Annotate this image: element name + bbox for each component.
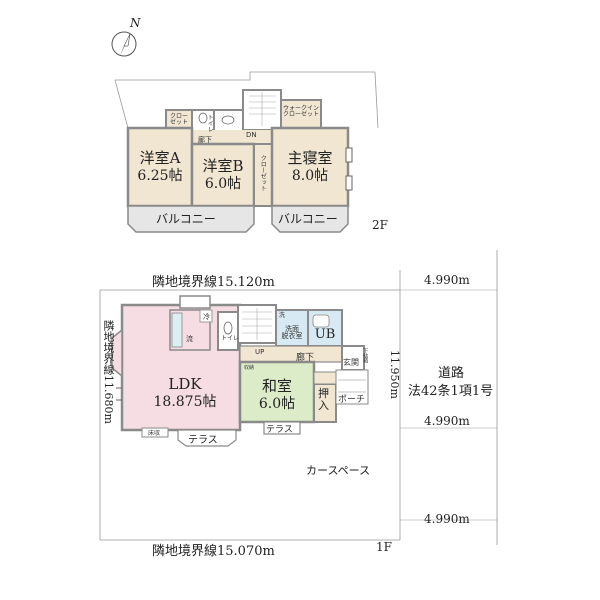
floor2-room-a-name: 洋室A — [139, 149, 181, 168]
floor2-walkin-closet-label: ウォークイン クローゼット — [282, 105, 319, 119]
floor1-entrance-label: 玄関 — [343, 358, 359, 367]
road-name-label: 道路 — [438, 366, 465, 381]
floor1-washitsu-label: 和室 6.0帖 — [240, 370, 314, 420]
floor2-closet-vertical-label: クローゼット — [259, 155, 267, 191]
floor2-hallway-label: 廊下 — [198, 136, 212, 144]
floor2-stairs-dn-label: DN — [246, 131, 257, 139]
floor1-oshiire-label: 押入 — [318, 387, 329, 413]
floor1-shoe-storage-label: 下駄箱 — [362, 348, 369, 363]
floor1-ub-label: UB — [308, 326, 342, 344]
floor2-balcony-left — [127, 205, 255, 233]
floor2-closet-a-label: クロー ゼット — [169, 113, 188, 127]
floor2-toilet-label: トイレ — [206, 114, 214, 132]
floor2-room-b-label: 洋室B 6.0帖 — [192, 144, 254, 206]
floor1-stairs-up-label: UP — [255, 348, 265, 356]
floor2-balcony-left-label: バルコニー — [156, 212, 216, 226]
floor2-master-name: 主寝室 — [287, 149, 333, 168]
floor2-balcony-right — [271, 205, 349, 233]
boundary-north-label: 隣地境界線15.120m — [152, 275, 275, 290]
floor2-room-b-size: 6.0帖 — [204, 175, 242, 192]
road-width-bottom-label: 4.990m — [424, 512, 470, 526]
floor1-washroom-label: 洗面 脱衣室 — [281, 325, 303, 341]
floor1-car-space-label: カースペース — [306, 464, 371, 477]
floor1-washitsu-name: 和室 — [261, 377, 292, 396]
floor1-hallway-label: 廊下 — [296, 353, 315, 363]
floor1-terrace-left — [177, 429, 237, 447]
floor2-hallway — [192, 130, 272, 144]
floor1-ldk-size: 18.875帖 — [153, 393, 217, 410]
road-width-mid-label: 4.990m — [424, 414, 470, 428]
floor1-ub-name: UB — [314, 326, 336, 342]
floor2-balcony-right-label: バルコニー — [278, 212, 338, 226]
compass-north-label: N — [130, 16, 141, 30]
boundary-west-label: 隣地境界線11.680m — [102, 320, 115, 424]
floor2-room-b-name: 洋室B — [202, 157, 244, 176]
floor1-washitsu-size: 6.0帖 — [258, 395, 296, 412]
boundary-south-label: 隣地境界線15.070m — [152, 544, 275, 559]
boundary-east-depth-label: 11.950m — [388, 350, 401, 399]
floor1-ldk-name: LDK — [168, 375, 202, 394]
floor1-fridge-label: 冷 — [203, 313, 210, 321]
floor1-terrace-right — [263, 421, 301, 435]
floor1-toilet-label: トイレ — [221, 335, 240, 342]
floor1-ldk-label: LDK 18.875帖 — [140, 370, 230, 416]
floor2-site-outline — [115, 71, 379, 129]
floor1-porch-label: ポーチ — [338, 395, 366, 405]
floor2-master — [270, 126, 350, 208]
road-law-label: 法42条1項1号 — [408, 384, 494, 399]
floor1-terrace-left-label: テラス — [188, 435, 218, 446]
floor1-washer-label: 洗 — [279, 312, 286, 319]
road-width-top-label: 4.990m — [424, 273, 470, 287]
floor1-level-label: 1F — [376, 540, 392, 554]
floor2-level-label: 2F — [372, 218, 388, 232]
floor2-master-size: 8.0帖 — [291, 167, 329, 184]
compass: N — [108, 16, 141, 62]
floor1-storage-label: 収納 — [244, 365, 255, 371]
floor2-room-a — [126, 126, 194, 208]
floor2-room-a-size: 6.25帖 — [137, 167, 183, 184]
floor2-master-label: 主寝室 8.0帖 — [272, 128, 348, 206]
floor1-kitchen-sink-label: 流 — [186, 335, 193, 343]
floor2-walkin-closet — [280, 99, 322, 129]
floor1-porch — [335, 369, 369, 405]
floor2-room-a-label: 洋室A 6.25帖 — [128, 128, 192, 206]
floor1-terrace-right-label: テラス — [266, 425, 293, 435]
floor1-floor-storage-label: 床収 — [148, 430, 161, 437]
